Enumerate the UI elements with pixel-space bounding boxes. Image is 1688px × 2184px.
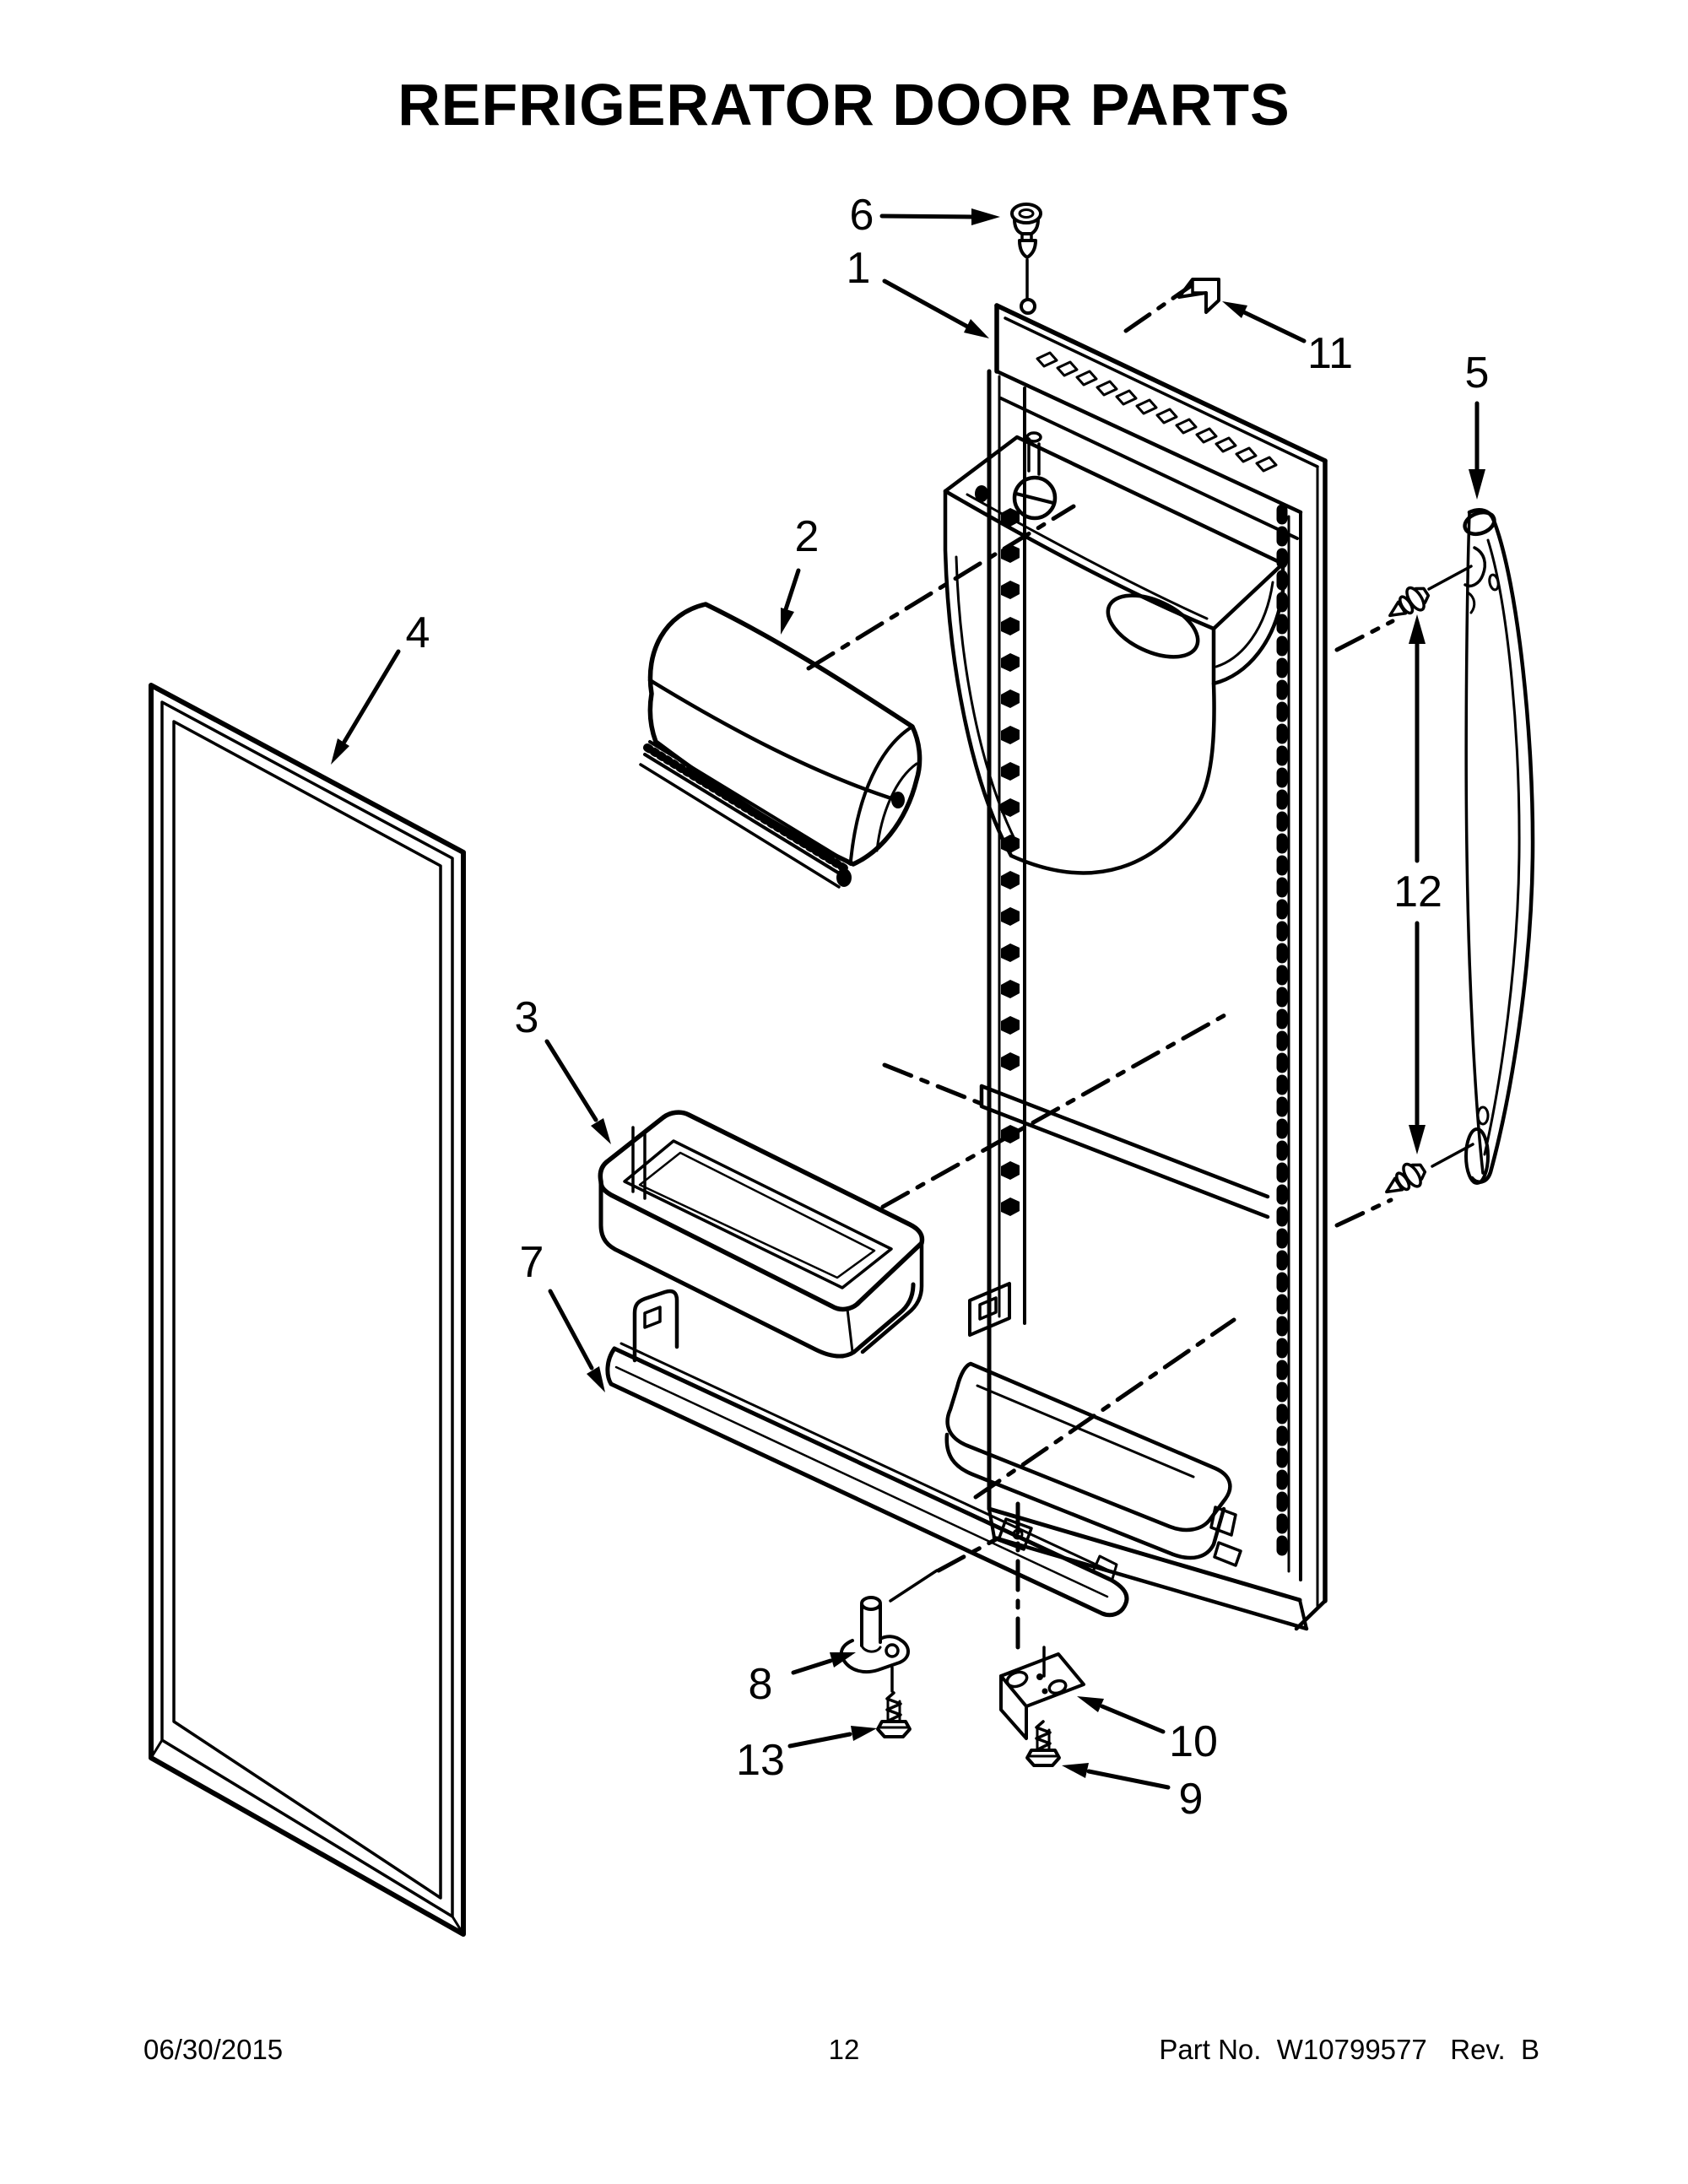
door-handle <box>1463 508 1535 1185</box>
shelf-peg-column <box>1001 508 1020 1216</box>
projection-lines <box>806 283 1395 1650</box>
callout-4: 4 <box>405 608 430 657</box>
callout-11: 11 <box>1307 329 1353 378</box>
callout-1: 1 <box>846 244 871 293</box>
handle-fastener-lower <box>1385 1162 1427 1194</box>
callout-12: 12 <box>1393 868 1442 916</box>
door-panel <box>943 303 1328 1631</box>
top-hinge-pin <box>1010 203 1042 315</box>
bottom-hinge-bracket <box>999 1646 1085 1740</box>
top-band-slots <box>1036 351 1278 473</box>
footer-date: 06/30/2015 <box>143 2034 284 2065</box>
callout-9: 9 <box>1178 1775 1204 1824</box>
bottom-hinge-pin <box>839 1569 939 1693</box>
handle-fastener-upper <box>1388 586 1431 618</box>
door-bin <box>598 1110 925 1359</box>
callout-8: 8 <box>748 1660 773 1709</box>
door-gasket <box>149 683 466 1937</box>
screw-9 <box>1025 1720 1061 1767</box>
lower-fastener-leader <box>1431 1143 1474 1168</box>
callout-arrows <box>331 208 1485 1790</box>
callout-6: 6 <box>849 191 874 240</box>
bottom-tray <box>944 1361 1242 1567</box>
callout-2: 2 <box>794 512 820 561</box>
lower-support-tab <box>968 1282 1011 1337</box>
callout-13: 13 <box>736 1736 785 1785</box>
upper-fastener-leader <box>1427 565 1473 591</box>
callout-7: 7 <box>519 1238 544 1287</box>
footer-part-number: Part No. W10799577 Rev. B <box>1159 2034 1539 2065</box>
screw-13 <box>876 1691 912 1738</box>
dairy-shelf <box>943 431 1285 875</box>
callout-10: 10 <box>1169 1717 1218 1766</box>
dairy-compartment-cover <box>639 602 922 889</box>
door-trim-rail <box>605 1289 1129 1618</box>
callout-5: 5 <box>1464 349 1490 397</box>
footer-page-number: 12 <box>828 2034 860 2065</box>
retainer-clip <box>1177 278 1220 314</box>
door-bottom-edge <box>987 1506 1309 1631</box>
page-title: REFRIGERATOR DOOR PARTS <box>398 72 1290 138</box>
callout-3: 3 <box>514 993 539 1042</box>
